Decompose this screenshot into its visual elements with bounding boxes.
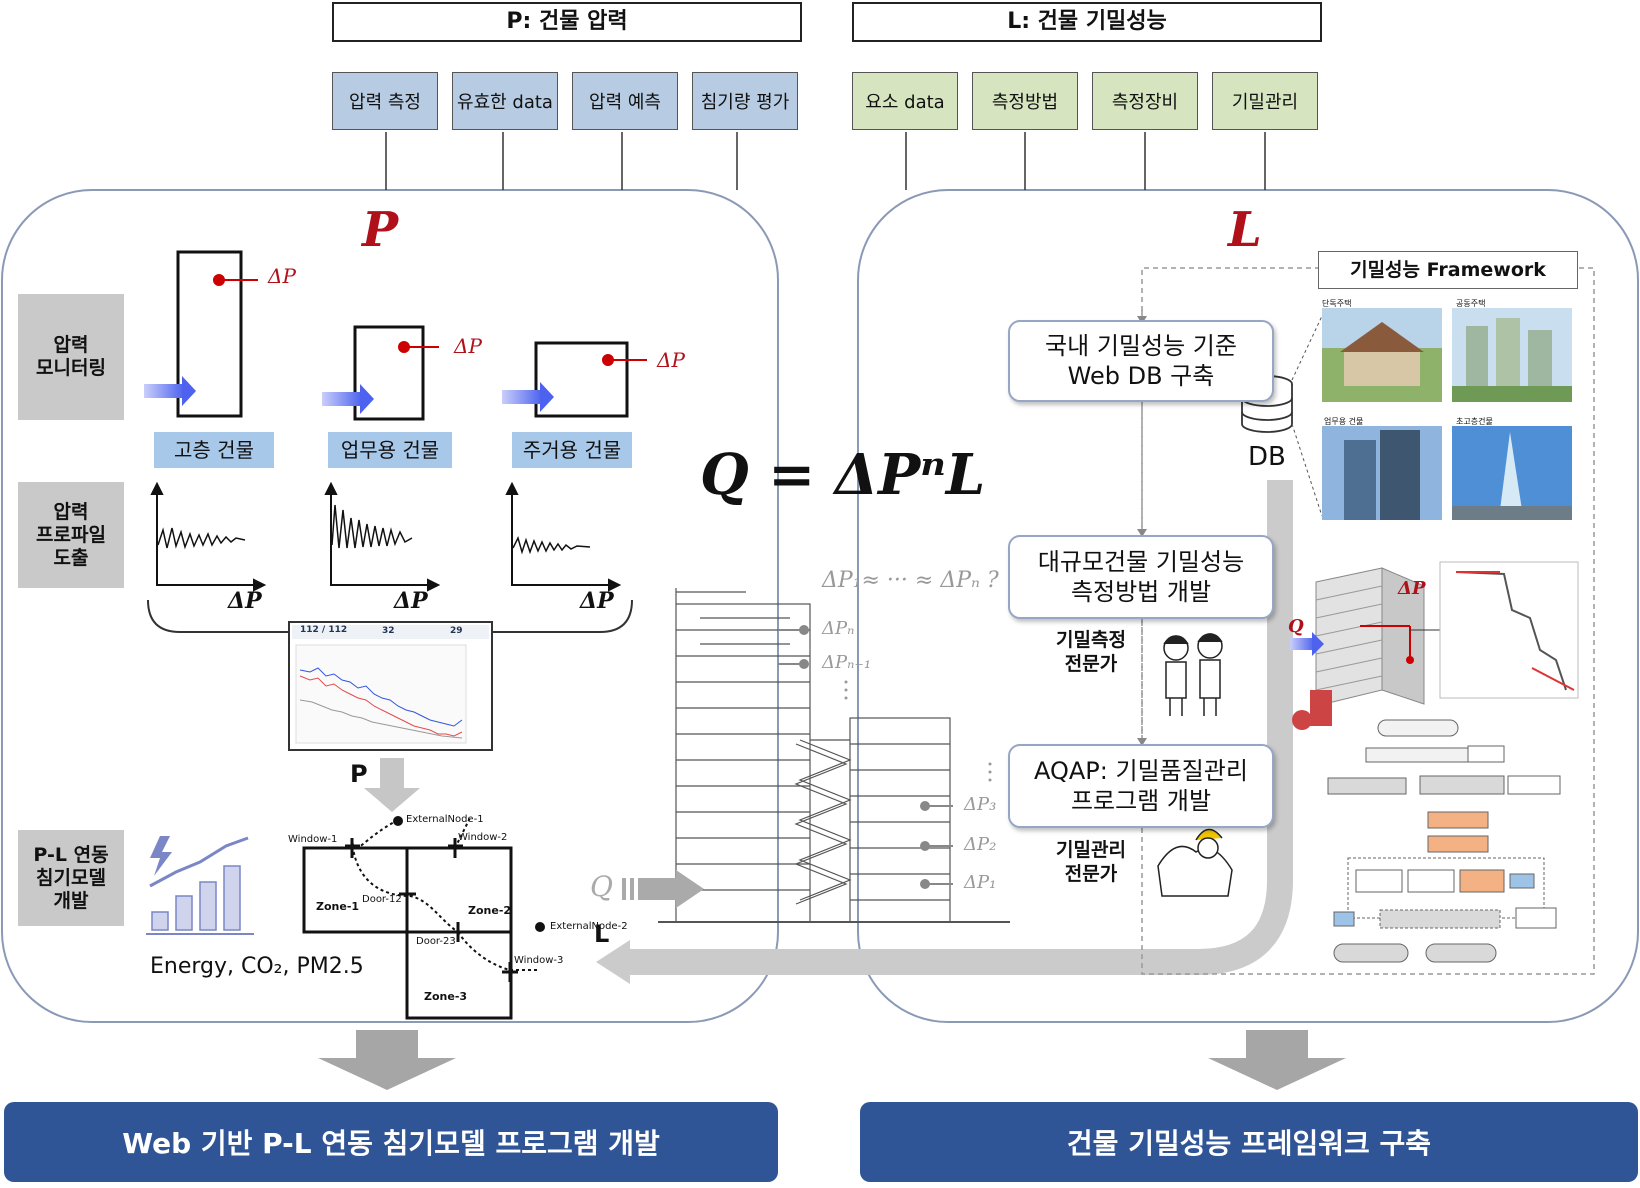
panel-l <box>857 189 1639 1023</box>
airflow-network <box>302 846 513 1020</box>
axis-delta-p-2: ΔP <box>394 588 428 614</box>
label-zone-3: Zone-3 <box>424 990 468 1003</box>
item-pressure-prediction: 압력 예측 <box>572 72 678 130</box>
item-measure-equipment: 측정장비 <box>1092 72 1198 130</box>
label-zone-2: Zone-2 <box>468 904 512 917</box>
photo-links <box>1291 315 1323 517</box>
p-down-arrow <box>364 758 420 812</box>
aqap-flowchart <box>1327 719 1561 963</box>
label-external-node-2: ExternalNode-2 <box>550 921 628 932</box>
item-airtight-mgmt: 기밀관리 <box>1212 72 1318 130</box>
item-pressure-measure: 압력 측정 <box>332 72 438 130</box>
axis-delta-p-1: ΔP <box>228 588 262 614</box>
photo-caption-office: 업무용 건물 <box>1324 417 1364 426</box>
monitor-counter-3: 29 <box>450 626 463 636</box>
q-arrow <box>622 870 704 908</box>
l-return-path <box>626 480 1293 975</box>
label-door-12: Door-12 <box>362 894 402 905</box>
vertical-dots <box>844 680 992 782</box>
photo-caption-apartment: 공동주택 <box>1456 299 1486 308</box>
label-zone-1: Zone-1 <box>316 900 360 913</box>
section-approx: ΔP₁≈ ··· ≈ ΔPₙ ? <box>822 568 999 593</box>
panel-p <box>1 189 779 1023</box>
framework-title: 기밀성능 Framework <box>1318 251 1578 289</box>
section-pn-1: ΔPₙ₋₁ <box>822 652 872 673</box>
pressure-taps <box>778 625 953 889</box>
header-pressure: P: 건물 압력 <box>332 2 802 42</box>
photo-caption-detached: 단독주택 <box>1322 299 1352 308</box>
monitor-counter-2: 32 <box>382 626 395 636</box>
network-nodes <box>345 816 545 982</box>
item-element-data: 요소 data <box>852 72 958 130</box>
arrow-l-label: L <box>594 920 610 948</box>
label-window-1: Window-1 <box>288 834 338 845</box>
section-q: Q <box>590 870 613 903</box>
delta-p-residential: ΔP <box>657 348 685 372</box>
label-window-3: Window-3 <box>514 955 564 966</box>
monitor-screenshot <box>288 621 493 751</box>
section-pn: ΔPₙ <box>822 618 855 639</box>
db-label: DB <box>1248 442 1286 472</box>
item-infiltration-eval: 침기량 평가 <box>692 72 798 130</box>
building-photos <box>1322 308 1572 520</box>
item-valid-data: 유효한 data <box>452 72 558 130</box>
axis-delta-p-3: ΔP <box>580 588 614 614</box>
arrow-p-label: P <box>350 760 368 788</box>
label-office: 업무용 건물 <box>328 432 452 468</box>
delta-p-office: ΔP <box>454 334 482 358</box>
wind-arrows <box>144 376 554 414</box>
profile-charts <box>150 481 622 592</box>
label-highrise: 고층 건물 <box>154 432 274 468</box>
delta-p-highrise: ΔP <box>268 264 296 288</box>
banner-web-model: Web 기반 P-L 연동 침기모델 프로그램 개발 <box>4 1102 778 1182</box>
down-arrows <box>318 1030 1346 1090</box>
label-residential: 주거용 건물 <box>512 432 632 468</box>
monitor-counter-1: 112 / 112 <box>300 625 348 635</box>
panel-p-title: P <box>362 202 399 258</box>
label-external-node-1: ExternalNode-1 <box>406 814 484 825</box>
section-p2: ΔP₂ <box>964 834 997 855</box>
expert-icons <box>1157 633 1233 897</box>
building-section <box>658 588 1010 923</box>
bldg-q-label: Q <box>1288 616 1304 637</box>
building-3d <box>1290 561 1579 730</box>
equation: Q = ΔPⁿL <box>700 442 986 508</box>
section-p3: ΔP₃ <box>964 794 997 815</box>
section-p1: ΔP₁ <box>964 872 997 893</box>
photo-caption-skyscraper: 초고층건물 <box>1456 417 1493 426</box>
banner-framework: 건물 기밀성능 프레임워크 구축 <box>860 1102 1638 1182</box>
item-measure-method: 측정방법 <box>972 72 1078 130</box>
panel-l-title: L <box>1228 202 1262 258</box>
energy-text: Energy, CO₂, PM2.5 <box>150 954 364 979</box>
highrise-building <box>176 250 243 418</box>
residential-building <box>534 341 629 418</box>
label-window-2: Window-2 <box>458 832 508 843</box>
energy-chart-icon <box>146 836 254 935</box>
label-door-23: Door-23 <box>416 936 456 947</box>
office-building <box>353 325 425 421</box>
bldg-dp-label: ΔP <box>1398 578 1426 599</box>
header-airtightness: L: 건물 기밀성능 <box>852 2 1322 42</box>
